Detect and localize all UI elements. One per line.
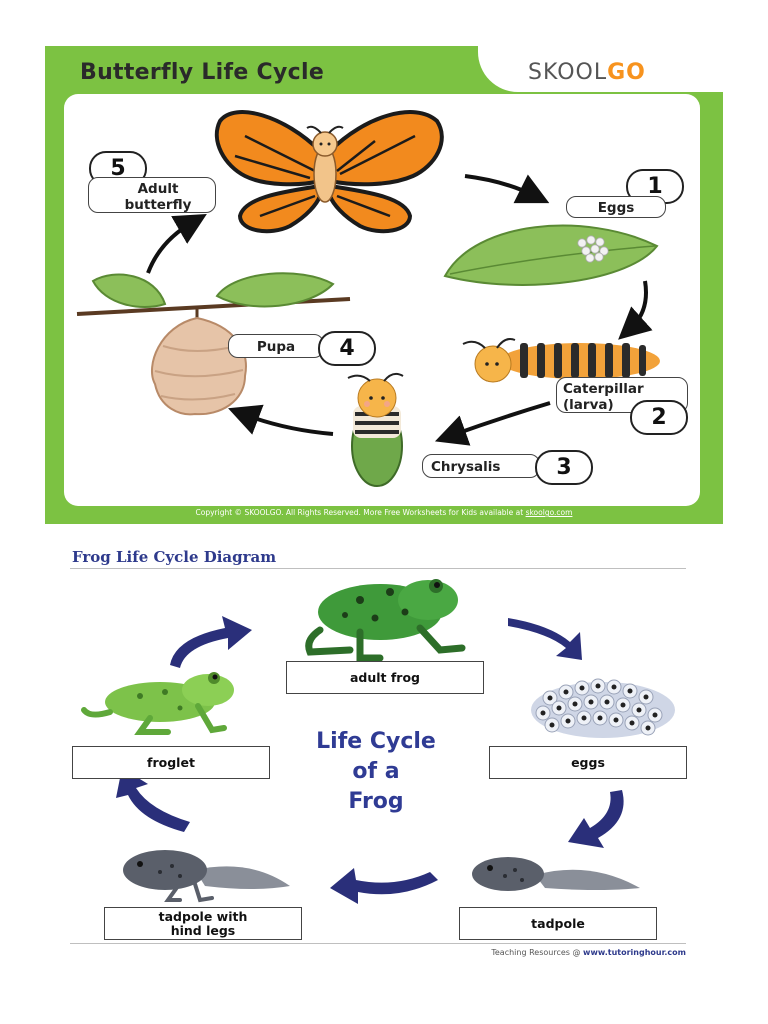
label-frog-eggs: eggs: [489, 746, 687, 779]
adult-frog-icon: [305, 579, 466, 662]
frog-top-divider: [70, 568, 686, 569]
froglet-icon: [81, 672, 234, 735]
frog-title: Frog Life Cycle Diagram: [72, 548, 277, 566]
stage-number-4: 4: [318, 331, 376, 366]
label-tadpole: tadpole: [459, 907, 657, 940]
label-caterpillar-line1: Caterpillar: [563, 381, 644, 397]
arrow-chrysalis-to-pupa: [228, 404, 334, 436]
tadpole-with-legs-icon: [123, 850, 290, 903]
teaching-resources-credit: Teaching Resources @ www.tutoringhour.co…: [400, 948, 686, 957]
arrow-eggs-to-tadpole: [568, 790, 624, 848]
arrow-pupa-to-butterfly: [146, 214, 207, 274]
chrysalis-icon: [347, 372, 404, 487]
logo-text-skool: SKOOL: [528, 60, 608, 85]
butterfly-illustration: [76, 110, 660, 487]
frog-center-heading: Life Cycle of a Frog: [282, 727, 470, 817]
arrow-butterfly-to-eggs: [464, 174, 550, 204]
skoolgo-link[interactable]: skoolgo.com: [525, 508, 573, 517]
frog-bottom-divider: [70, 943, 686, 944]
label-hindlegs-line2: hind legs: [170, 922, 236, 938]
center-line2: of a: [352, 759, 400, 784]
copyright-text: Copyright © SKOOLGO. All Rights Reserved…: [195, 508, 526, 517]
tutoringhour-link[interactable]: www.tutoringhour.com: [583, 948, 686, 957]
copyright-footer: Copyright © SKOOLGO. All Rights Reserved…: [45, 508, 723, 517]
label-pupa: Pupa: [228, 334, 324, 358]
branch-with-pupa-icon: [76, 272, 351, 416]
skoolgo-logo: SKOOLGO: [528, 60, 646, 85]
arrow-eggs-to-caterpillar: [618, 280, 653, 340]
arrow-tadpole-to-hindlegs: [330, 868, 438, 904]
caterpillar-icon: [462, 338, 660, 383]
stage-number-3: 3: [535, 450, 593, 485]
label-chrysalis: Chrysalis: [422, 454, 540, 478]
label-hindlegs-line1: tadpole with: [158, 908, 248, 924]
credit-text: Teaching Resources @: [491, 948, 584, 957]
center-line1: Life Cycle: [316, 729, 436, 754]
label-eggs: Eggs: [566, 196, 666, 218]
frog-cycle-arrows: [116, 616, 624, 904]
label-froglet: froglet: [72, 746, 270, 779]
arrow-froglet-to-adult: [170, 616, 252, 668]
tadpole-icon: [472, 857, 640, 891]
arrow-caterpillar-to-chrysalis: [434, 401, 551, 446]
logo-text-go: GO: [607, 60, 646, 85]
center-line3: Frog: [348, 789, 404, 814]
butterfly-title: Butterfly Life Cycle: [80, 60, 325, 85]
label-adult-frog: adult frog: [286, 661, 484, 694]
leaf-with-eggs-icon: [443, 224, 659, 286]
arrow-adult-to-eggs: [508, 618, 582, 660]
frog-illustration: [81, 579, 675, 904]
label-adult-line2: butterfly: [124, 197, 192, 213]
butterfly-icon: [214, 110, 444, 234]
logo-tab: [478, 46, 723, 92]
label-caterpillar-line2: (larva): [563, 397, 614, 413]
arrow-hindlegs-to-froglet: [116, 768, 190, 832]
stage-number-2: 2: [630, 400, 688, 435]
frog-eggs-icon: [531, 678, 675, 738]
label-adult-line1: Adult: [137, 181, 179, 197]
